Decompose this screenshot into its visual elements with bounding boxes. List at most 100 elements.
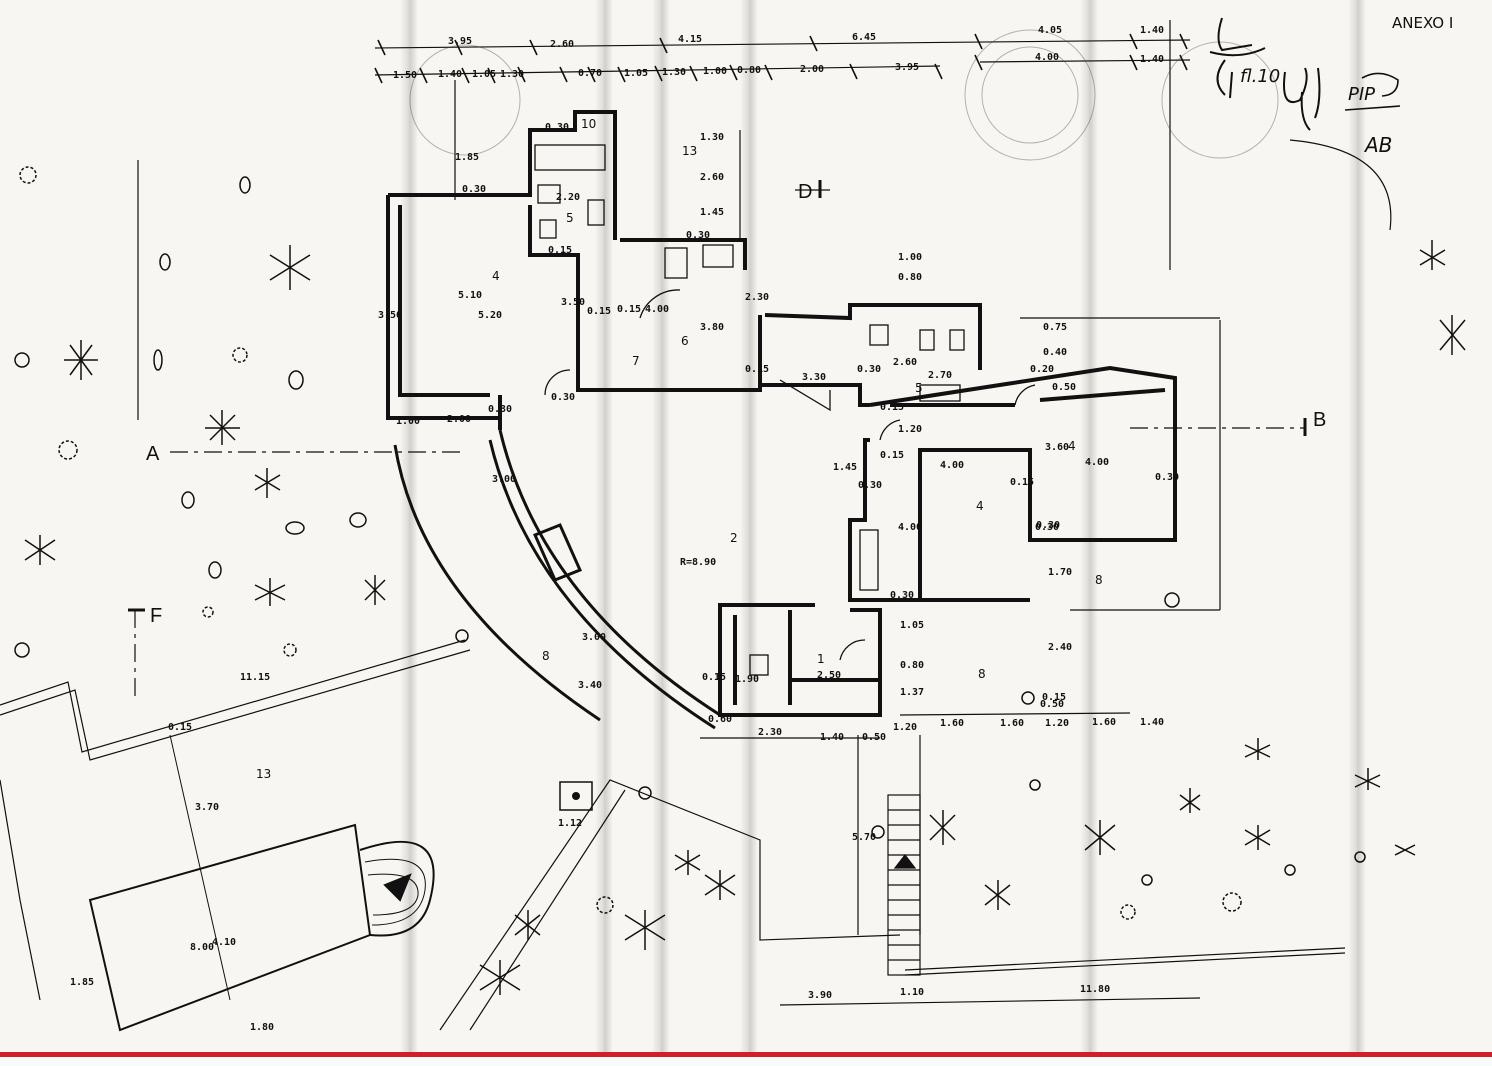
dimension-label: 1.45 (700, 207, 724, 218)
dimension-label: 3.40 (578, 680, 602, 691)
paper-fold (595, 0, 613, 1052)
room-number: 8 (978, 667, 986, 681)
dimension-label: 3.50 (561, 297, 585, 308)
dimension-label: 0.75 (1043, 322, 1067, 333)
dimension-label: 2.20 (556, 192, 580, 203)
room-number: 7 (632, 354, 640, 368)
dimension-label: 0.80 (898, 272, 922, 283)
room-number: 13 (682, 144, 697, 158)
dimension-label: 1.37 (900, 687, 924, 698)
room-number: 10 (581, 117, 596, 131)
room-number: 2 (730, 531, 738, 545)
dimension-label: 2.60 (700, 172, 724, 183)
dimension-label: 1.60 (1000, 718, 1024, 729)
dimension-label: 1.20 (893, 722, 917, 733)
dimension-label: 1.60 (940, 718, 964, 729)
dimension-label: 0.15 (617, 304, 641, 315)
sheet-reference: fl.10 (1240, 66, 1280, 87)
dimension-label: 0.15 (1042, 692, 1066, 703)
dimension-label: 1.40 (820, 732, 844, 743)
dimension-label: 1.30 (500, 69, 524, 80)
dimension-label: 1.50 (393, 70, 417, 81)
dimension-label: 0.30 (890, 590, 914, 601)
dimension-label: 1.10 (900, 987, 924, 998)
dimension-label: 1.00 (396, 416, 420, 427)
dimension-label: 0.50 (1040, 699, 1064, 710)
dimension-label: 1.90 (735, 674, 759, 685)
dimension-label: 0.30 (1155, 472, 1179, 483)
dimension-label: 0.30 (857, 364, 881, 375)
dimension-label: 0.15 (880, 450, 904, 461)
dimension-label: 0.80 (737, 65, 761, 76)
section-marker-f: F (150, 605, 162, 627)
dimension-label: 1.12 (558, 818, 582, 829)
initials-text: PIP (1348, 84, 1375, 105)
dimension-label: 5.10 (458, 290, 482, 301)
dimension-label: 0.30 (1036, 520, 1060, 531)
dimension-label: 0.15 (1010, 477, 1034, 488)
dimension-label: 5.70 (852, 832, 876, 843)
dimension-label: 4.00 (898, 522, 922, 533)
dimension-label: 0.30 (488, 404, 512, 415)
room-number: 4 (976, 499, 984, 513)
room-number: 1 (817, 652, 825, 666)
dimension-label: 8.00 (190, 942, 214, 953)
dimension-label: 1.05 (900, 620, 924, 631)
dimension-label: 3.00 (492, 474, 516, 485)
dimension-label: 5.20 (478, 310, 502, 321)
section-marker-d: D (798, 181, 812, 203)
dimension-label: 1.40 (1140, 717, 1164, 728)
dimension-label: 0.15 (880, 402, 904, 413)
dimension-label: 0.60 (708, 714, 732, 725)
room-number: 5 (915, 381, 923, 395)
dimension-label: 1.70 (1048, 567, 1072, 578)
dimension-label: 11.15 (240, 672, 270, 683)
dimension-label: 4.05 (1038, 25, 1062, 36)
dimension-label: 0.15 (587, 306, 611, 317)
dimension-label: 0.30 (858, 480, 882, 491)
dimension-label: 2.60 (550, 39, 574, 50)
dimension-label: 0.15 (168, 722, 192, 733)
dimension-label: 1.40 (1140, 54, 1164, 65)
dimension-label: 11.80 (1080, 984, 1110, 995)
dimension-label: 0.30 (462, 184, 486, 195)
garden-plants (14, 166, 1466, 995)
dimension-label: 0.50 (862, 732, 886, 743)
dimension-label: 1.40 (1140, 25, 1164, 36)
dimension-label: 1.60 (1092, 717, 1116, 728)
dimension-label: 0.40 (1043, 347, 1067, 358)
room-number: 13 (256, 767, 271, 781)
dimension-label: 1.00 (703, 66, 727, 77)
dimension-label: 1.20 (898, 424, 922, 435)
dimension-label: 1.85 (455, 152, 479, 163)
dimension-label: 3.50 (378, 310, 402, 321)
dimension-label: 1.05 (624, 68, 648, 79)
signature (1209, 17, 1401, 131)
dimension-label: 0.15 (548, 245, 572, 256)
dimension-label: 2.00 (800, 64, 824, 75)
dimension-label: 2.00 (447, 414, 471, 425)
dimension-label: 3.00 (582, 632, 606, 643)
room-number: 8 (1095, 573, 1103, 587)
dimension-label: 0.15 (745, 364, 769, 375)
section-marker-b: B (1313, 409, 1326, 431)
dimension-label: 0.30 (551, 392, 575, 403)
dimension-label: 1.00 (898, 252, 922, 263)
room-number: 8 (542, 649, 550, 663)
curved-wall (393, 429, 721, 730)
dimension-label: 1.40 (438, 69, 462, 80)
dimension-label: 1.20 (1045, 718, 1069, 729)
dimension-label: 3.90 (808, 990, 832, 1001)
dimension-label: 4.00 (645, 304, 669, 315)
dimension-label: 4.10 (212, 937, 236, 948)
paper-fold (1348, 0, 1366, 1052)
dimension-label: 4.00 (1035, 52, 1059, 63)
dimension-label: 2.30 (745, 292, 769, 303)
dimension-label: 3.95 (895, 62, 919, 73)
section-marker-a: A (146, 443, 160, 465)
dimension-label: 3.95 (448, 36, 472, 47)
dimension-label: 0.30 (686, 230, 710, 241)
dimension-label: 0.30 (545, 122, 569, 133)
